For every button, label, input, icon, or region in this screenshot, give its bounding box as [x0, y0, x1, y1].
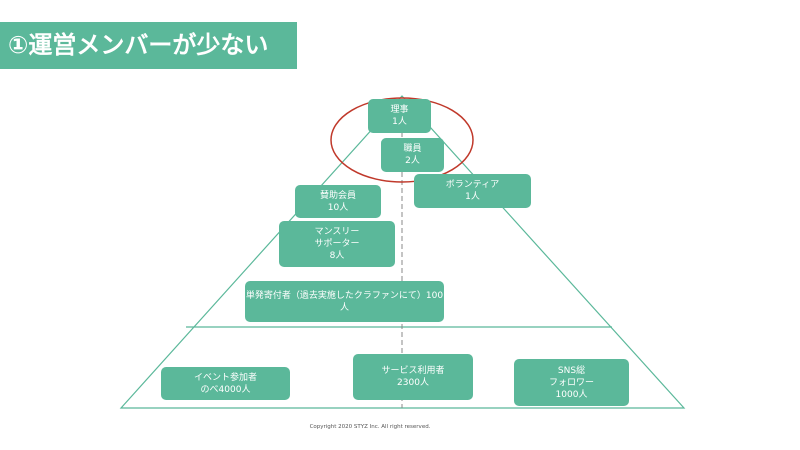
- box-label: ボランティア: [445, 180, 500, 190]
- box-label: 職員: [403, 144, 422, 154]
- box-label: イベント参加者: [193, 372, 257, 383]
- box-tanpatsu: 単発寄付者（過去実施したクラファンにて）100 人: [245, 281, 444, 322]
- box-volunteer: ボランティア 1人: [414, 174, 531, 208]
- highlight-ring: [330, 97, 474, 183]
- box-label: 理事: [390, 105, 409, 115]
- box-count: 1人: [392, 117, 407, 127]
- box-label: フォロワー: [548, 377, 594, 388]
- page-title: ①運営メンバーが少ない: [0, 22, 297, 69]
- box-label: 単発寄付者（過去実施したクラファンにて）100: [245, 290, 444, 301]
- box-sns: SNS総 フォロワー 1000人: [514, 359, 629, 406]
- box-shokuin: 職員 2人: [381, 138, 444, 172]
- box-count: 2人: [405, 156, 420, 166]
- box-count: 1人: [465, 192, 480, 202]
- box-count: 8人: [329, 251, 345, 261]
- box-event: イベント参加者 のべ4000人: [161, 367, 290, 400]
- box-label: マンスリー: [314, 227, 360, 237]
- box-label: SNS総: [557, 365, 586, 376]
- box-count: のべ4000人: [200, 384, 251, 395]
- box-service: サービス利用者 2300人: [353, 354, 473, 400]
- box-label: サービス利用者: [381, 366, 445, 376]
- box-label: サポーター: [314, 239, 360, 249]
- box-riji: 理事 1人: [368, 99, 431, 133]
- box-label: 賛助会員: [319, 190, 356, 201]
- box-count: 2300人: [397, 378, 429, 388]
- copyright-footer: Copyright 2020 STYZ Inc. All right reser…: [309, 424, 431, 430]
- box-count: 1000人: [555, 389, 588, 400]
- box-count: 10人: [327, 202, 349, 213]
- box-label: 人: [339, 302, 349, 313]
- box-sanjo: 賛助会員 10人: [295, 185, 381, 218]
- box-monthly: マンスリー サポーター 8人: [279, 221, 395, 267]
